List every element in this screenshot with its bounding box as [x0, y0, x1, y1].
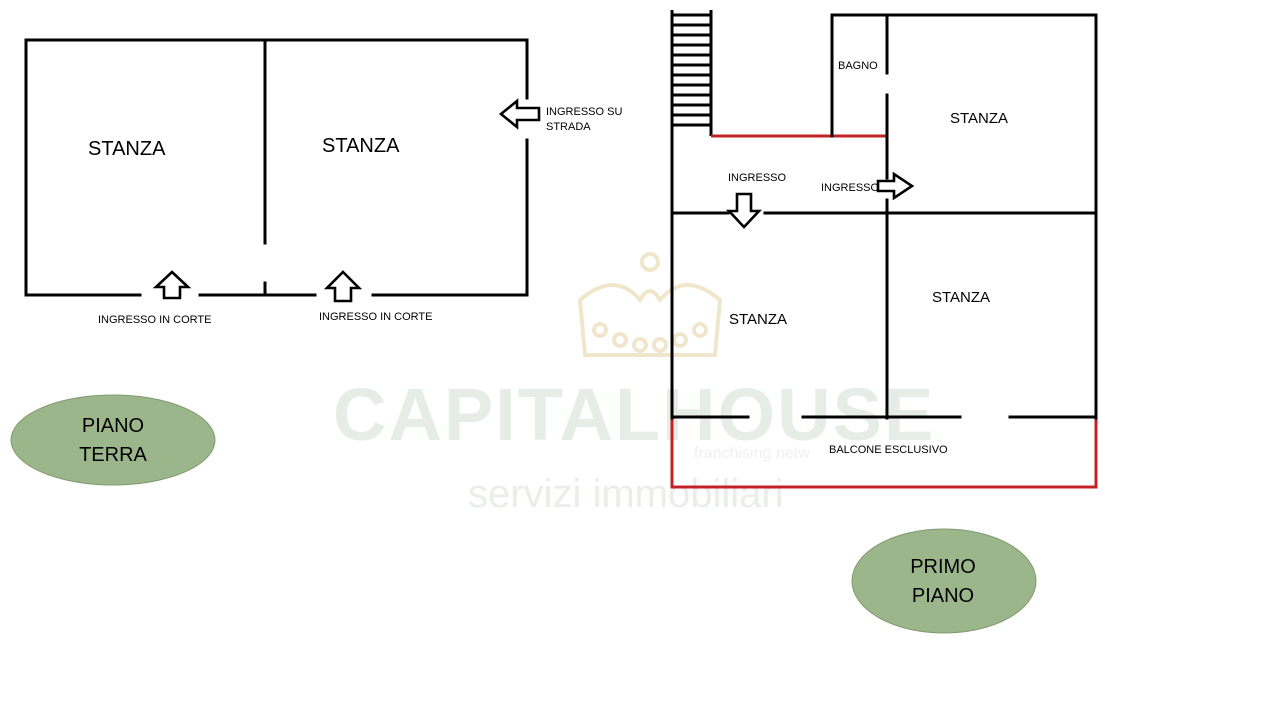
court-entrance-label-right: INGRESSO IN CORTE: [319, 311, 432, 323]
balcony-label: BALCONE ESCLUSIVO: [829, 444, 948, 456]
crown-logo-icon: [577, 252, 723, 357]
watermark-network: franchising netw: [694, 445, 810, 462]
first-floor-badge: PRIMO PIANO: [851, 528, 1037, 634]
ground-floor-badge: PIANO TERRA: [10, 394, 216, 486]
first-floor-badge-line2: PIANO: [912, 585, 974, 607]
first-floor-walls: [670, 13, 1098, 420]
entrance-arrow-right-icon: [876, 171, 915, 201]
bathroom-label: BAGNO: [838, 60, 878, 72]
watermark: CAPITALHOUSE franchising netw servizi im…: [333, 252, 935, 516]
balcony-red-outline: [670, 418, 1098, 489]
first-room-bottom-right-label: STANZA: [932, 289, 990, 306]
first-room-top-right-label: STANZA: [950, 110, 1008, 127]
watermark-brand: CAPITALHOUSE: [333, 373, 935, 456]
first-floor-badge-line1: PRIMO: [910, 556, 976, 578]
staircase-icon: [670, 10, 713, 136]
street-entrance-label-line2: STRADA: [546, 121, 591, 133]
street-entrance-label-line1: INGRESSO SU: [546, 106, 622, 118]
court-entrance-label-left: INGRESSO IN CORTE: [98, 314, 211, 326]
first-floor-plan: BAGNO STANZA INGRESSO INGRESSO STANZA ST…: [670, 10, 1098, 489]
ground-room-right-label: STANZA: [322, 135, 400, 157]
entrance-label: INGRESSO: [728, 172, 787, 184]
ground-floor-badge-line2: TERRA: [79, 444, 147, 466]
first-room-bottom-left-label: STANZA: [729, 311, 787, 328]
ground-floor-plan: STANZA STANZA INGRESSO SU STRADA INGRESS…: [24, 38, 622, 326]
ground-floor-walls: [24, 38, 529, 297]
entrance-arrow-down-icon: [725, 192, 763, 229]
court-entrance-arrow-left-icon: [152, 270, 192, 300]
court-entrance-arrow-right-icon: [323, 270, 363, 303]
entrance-arrow-label: INGRESSO: [821, 182, 880, 194]
watermark-tagline: servizi immobiliari: [468, 472, 784, 516]
ground-floor-badge-line1: PIANO: [82, 415, 144, 437]
ground-room-left-label: STANZA: [88, 138, 166, 160]
street-entrance-arrow-icon: [498, 98, 541, 130]
